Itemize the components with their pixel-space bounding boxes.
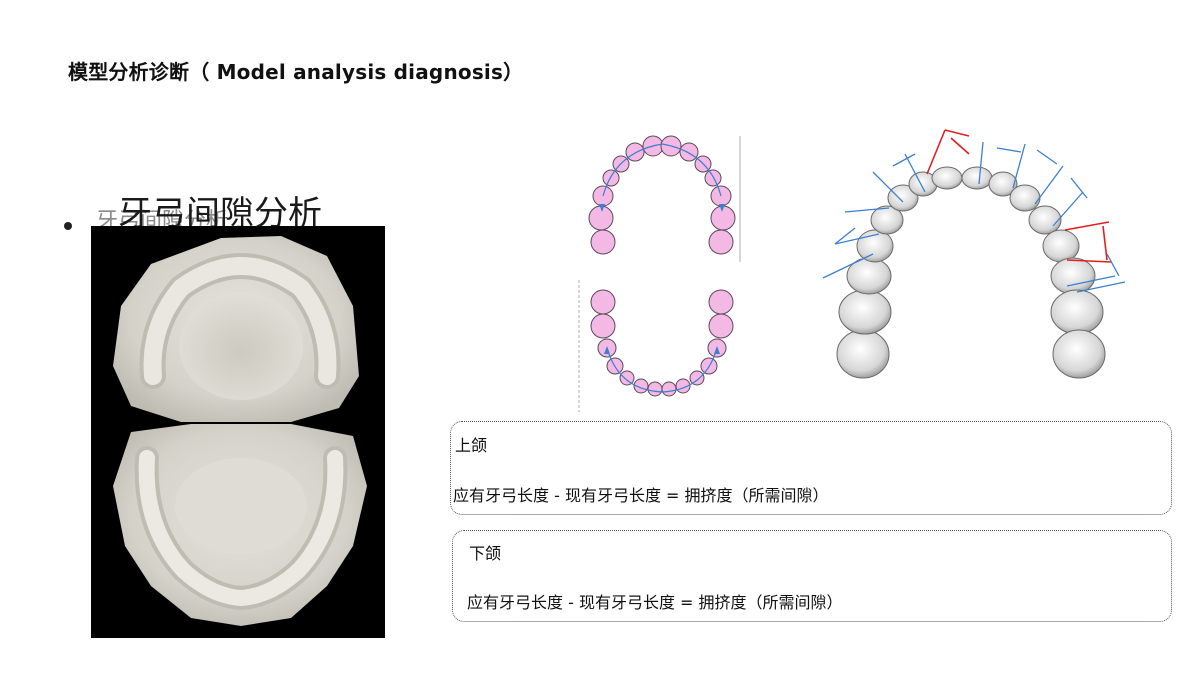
tooth-width-measurement-diagram: [815, 126, 1135, 388]
arch-length-diagram-icon: [578, 135, 741, 412]
upper-jaw-formula: 应有牙弓长度 - 现有牙弓长度 = 拥挤度（所需间隙）: [453, 486, 829, 505]
bullet-point: [64, 222, 72, 230]
arch-length-diagram: [575, 132, 745, 417]
lower-jaw-label: 下颌: [469, 544, 502, 563]
dental-cast-photo-icon: [113, 236, 367, 626]
lower-jaw-formula: 应有牙弓长度 - 现有牙弓长度 = 拥挤度（所需间隙）: [467, 593, 843, 612]
slide-title: 模型分析诊断（ Model analysis diagnosis）: [68, 60, 524, 84]
lower-jaw-formula-box: 下颌 应有牙弓长度 - 现有牙弓长度 = 拥挤度（所需间隙）: [452, 530, 1172, 622]
upper-jaw-formula-box: 上颌 应有牙弓长度 - 现有牙弓长度 = 拥挤度（所需间隙）: [450, 421, 1172, 515]
tooth-width-measurement-icon: [822, 129, 1126, 379]
upper-jaw-label: 上颌: [455, 436, 488, 455]
dental-cast-photo: [91, 226, 385, 638]
